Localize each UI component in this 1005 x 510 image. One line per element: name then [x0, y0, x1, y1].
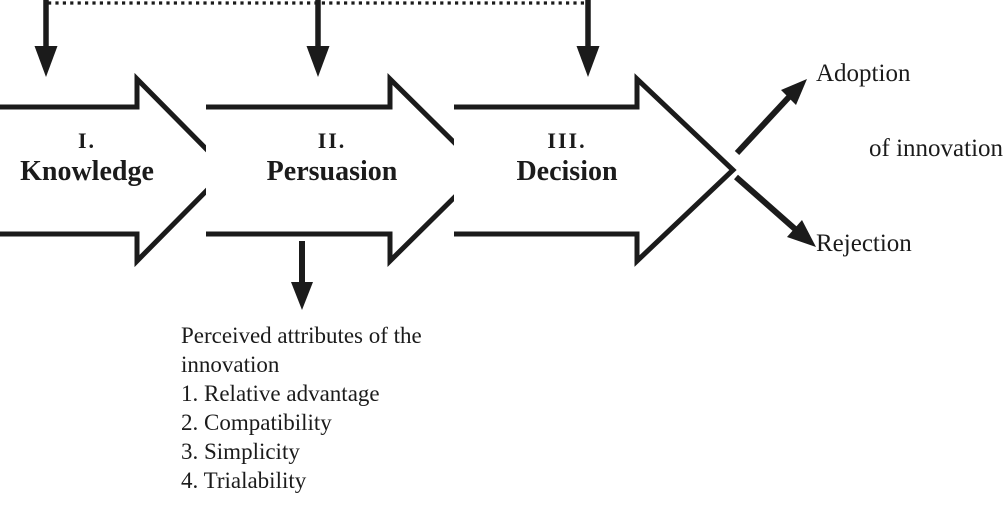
attributes-note-line: 1. Relative advantage [181, 381, 380, 406]
stage-persuasion: II. Persuasion [232, 128, 432, 187]
stage-decision-label: Decision [516, 156, 618, 187]
stage-knowledge: I. Knowledge [0, 128, 182, 187]
stage-knowledge-numeral: I. [77, 128, 97, 153]
of-innovation-label: of innovation [869, 135, 1004, 162]
attributes-note-line: Perceived attributes of the [181, 323, 422, 348]
stage-persuasion-label: Persuasion [266, 156, 398, 187]
stage-decision-numeral: III. [547, 128, 587, 153]
attributes-note-line: 2. Compatibility [181, 410, 332, 435]
rejection-label: Rejection [816, 230, 912, 257]
stage-persuasion-numeral: II. [317, 128, 347, 153]
down-arrow-icon-decision [576, 0, 600, 77]
adoption-label: Adoption [816, 60, 911, 87]
stage-knowledge-label: Knowledge [20, 156, 154, 187]
attributes-note-line: innovation [181, 352, 280, 377]
attributes-note-line: 4. Trialability [181, 468, 307, 493]
decision-stage-arrow [454, 73, 737, 267]
attributes-note-line: 3. Simplicity [181, 439, 300, 464]
down-arrow-icon-knowledge [34, 0, 58, 77]
stage-decision: III. Decision [467, 128, 667, 187]
rejection-arrow [734, 174, 816, 247]
down-arrow-icon-persuasion [306, 0, 330, 77]
attributes-pointer-arrow [291, 241, 313, 310]
attributes-note: Perceived attributes of the innovation 1… [181, 321, 422, 495]
adoption-arrow [734, 79, 807, 156]
